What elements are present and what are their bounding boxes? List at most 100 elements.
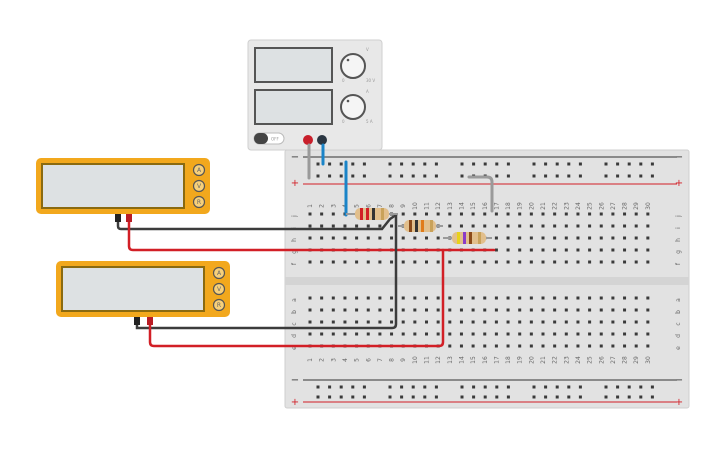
- breadboard-hole[interactable]: [390, 236, 394, 240]
- breadboard-hole[interactable]: [390, 224, 394, 228]
- breadboard-hole[interactable]: [366, 224, 370, 228]
- breadboard-hole[interactable]: [366, 260, 370, 264]
- breadboard-hole[interactable]: [518, 212, 522, 216]
- breadboard-hole[interactable]: [366, 332, 370, 336]
- breadboard-hole[interactable]: [506, 385, 510, 389]
- breadboard-hole[interactable]: [425, 320, 428, 324]
- breadboard-hole[interactable]: [495, 174, 499, 178]
- breadboard-hole[interactable]: [564, 320, 568, 324]
- breadboard-hole[interactable]: [351, 385, 355, 389]
- breadboard-hole[interactable]: [472, 385, 476, 389]
- breadboard-hole[interactable]: [532, 162, 536, 166]
- breadboard-hole[interactable]: [588, 344, 592, 348]
- breadboard-hole[interactable]: [378, 236, 382, 240]
- breadboard-hole[interactable]: [308, 224, 312, 228]
- breadboard-hole[interactable]: [555, 395, 559, 399]
- breadboard-hole[interactable]: [378, 224, 382, 228]
- breadboard-hole[interactable]: [355, 260, 359, 264]
- breadboard-hole[interactable]: [611, 296, 615, 300]
- breadboard-hole[interactable]: [471, 224, 475, 228]
- resistor-3[interactable]: [443, 232, 492, 244]
- breadboard-hole[interactable]: [425, 212, 428, 216]
- multimeter-2-mode-a[interactable]: [212, 266, 226, 280]
- resistors[interactable]: [346, 208, 492, 244]
- breadboard-hole[interactable]: [308, 308, 312, 312]
- breadboard-hole[interactable]: [611, 320, 615, 324]
- breadboard-hole[interactable]: [646, 260, 650, 264]
- breadboard-hole[interactable]: [320, 212, 324, 216]
- breadboard-hole[interactable]: [646, 308, 650, 312]
- breadboard-hole[interactable]: [316, 395, 320, 399]
- breadboard-hole[interactable]: [362, 395, 366, 399]
- breadboard-hole[interactable]: [532, 174, 536, 178]
- breadboard-hole[interactable]: [553, 296, 557, 300]
- breadboard-hole[interactable]: [553, 320, 557, 324]
- breadboard-hole[interactable]: [541, 224, 545, 228]
- breadboard-hole[interactable]: [343, 260, 347, 264]
- breadboard-hole[interactable]: [366, 236, 370, 240]
- breadboard-hole[interactable]: [425, 308, 428, 312]
- breadboard-hole[interactable]: [436, 212, 440, 216]
- breadboard-hole[interactable]: [553, 344, 557, 348]
- breadboard-hole[interactable]: [494, 212, 498, 216]
- breadboard-hole[interactable]: [355, 320, 359, 324]
- breadboard-hole[interactable]: [471, 320, 475, 324]
- breadboard-hole[interactable]: [599, 308, 603, 312]
- breadboard-hole[interactable]: [623, 344, 627, 348]
- breadboard-hole[interactable]: [623, 296, 627, 300]
- breadboard-hole[interactable]: [555, 385, 559, 389]
- breadboard-hole[interactable]: [483, 308, 487, 312]
- breadboard-hole[interactable]: [390, 332, 394, 336]
- breadboard-hole[interactable]: [331, 320, 335, 324]
- breadboard-hole[interactable]: [434, 162, 438, 166]
- breadboard-hole[interactable]: [604, 395, 608, 399]
- breadboard-hole[interactable]: [355, 296, 359, 300]
- breadboard-hole[interactable]: [388, 395, 392, 399]
- breadboard-hole[interactable]: [599, 236, 603, 240]
- breadboard-hole[interactable]: [320, 236, 324, 240]
- breadboard-hole[interactable]: [541, 296, 545, 300]
- breadboard-hole[interactable]: [529, 332, 533, 336]
- breadboard-hole[interactable]: [316, 174, 320, 178]
- breadboard-hole[interactable]: [343, 224, 347, 228]
- breadboard-hole[interactable]: [423, 174, 427, 178]
- breadboard-hole[interactable]: [604, 162, 608, 166]
- breadboard-hole[interactable]: [634, 308, 638, 312]
- breadboard-hole[interactable]: [564, 296, 568, 300]
- breadboard-hole[interactable]: [611, 212, 615, 216]
- breadboard-hole[interactable]: [567, 385, 571, 389]
- breadboard-hole[interactable]: [483, 332, 487, 336]
- breadboard-hole[interactable]: [448, 320, 452, 324]
- multimeter-2-mode-v[interactable]: [212, 282, 226, 296]
- breadboard-hole[interactable]: [567, 395, 571, 399]
- breadboard-hole[interactable]: [506, 236, 510, 240]
- breadboard-hole[interactable]: [532, 385, 536, 389]
- breadboard-hole[interactable]: [518, 308, 522, 312]
- breadboard-hole[interactable]: [483, 162, 487, 166]
- breadboard-hole[interactable]: [529, 308, 533, 312]
- breadboard-hole[interactable]: [646, 344, 650, 348]
- breadboard-hole[interactable]: [634, 224, 638, 228]
- breadboard-hole[interactable]: [339, 174, 343, 178]
- breadboard-hole[interactable]: [529, 296, 533, 300]
- breadboard-hole[interactable]: [411, 395, 415, 399]
- breadboard-hole[interactable]: [495, 162, 499, 166]
- breadboard-hole[interactable]: [483, 385, 487, 389]
- breadboard-hole[interactable]: [611, 260, 615, 264]
- breadboard-hole[interactable]: [646, 236, 650, 240]
- breadboard-hole[interactable]: [564, 224, 568, 228]
- breadboard-hole[interactable]: [308, 260, 312, 264]
- breadboard-hole[interactable]: [529, 224, 533, 228]
- breadboard-hole[interactable]: [448, 212, 452, 216]
- breadboard-hole[interactable]: [308, 236, 312, 240]
- breadboard-hole[interactable]: [483, 224, 487, 228]
- multimeter-1-mode-r[interactable]: [192, 195, 206, 209]
- breadboard-hole[interactable]: [578, 395, 582, 399]
- multimeter-1[interactable]: A V R: [36, 158, 210, 222]
- breadboard-hole[interactable]: [471, 344, 475, 348]
- breadboard-hole[interactable]: [518, 260, 522, 264]
- breadboard-hole[interactable]: [506, 320, 510, 324]
- breadboard-hole[interactable]: [529, 260, 533, 264]
- multimeter-2[interactable]: A V R: [56, 261, 230, 325]
- multimeter-2-pos-probe[interactable]: [147, 317, 153, 325]
